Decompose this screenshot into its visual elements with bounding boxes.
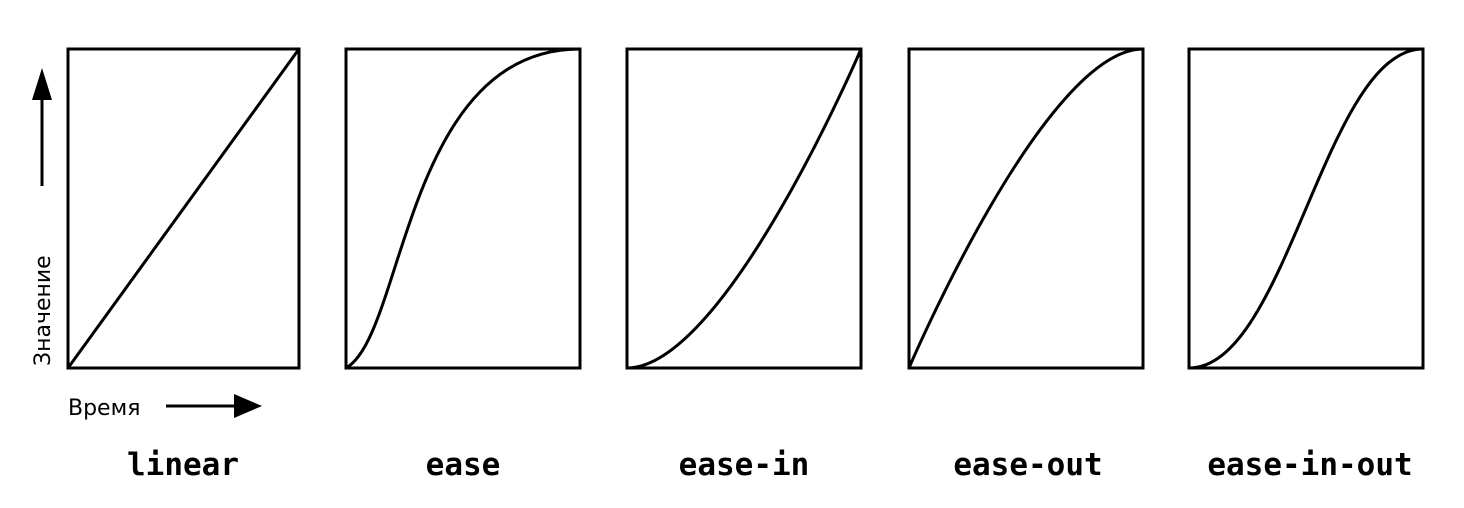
panel-frame xyxy=(907,47,1145,370)
x-axis-arrow-head xyxy=(234,394,262,418)
panel-ease-out: ease-out xyxy=(907,47,1145,483)
timing-label: ease-out xyxy=(953,447,1102,483)
timing-curve xyxy=(625,47,863,370)
y-axis: Значение xyxy=(31,68,56,366)
timing-curve xyxy=(1187,47,1425,370)
panel-linear: linear xyxy=(66,47,301,483)
y-axis-label: Значение xyxy=(31,255,56,366)
timing-label: ease xyxy=(426,447,501,483)
panel-ease: ease xyxy=(344,47,582,483)
panel-ease-in: ease-in xyxy=(625,47,863,483)
timing-label: ease-in xyxy=(679,447,810,483)
panel-ease-in-out: ease-in-out xyxy=(1187,47,1425,483)
timing-curve xyxy=(344,47,582,370)
timing-label: linear xyxy=(127,447,239,483)
y-axis-arrow-head xyxy=(32,68,52,100)
timing-curve xyxy=(66,47,301,370)
x-axis: Время xyxy=(68,394,262,421)
timing-curve xyxy=(907,47,1145,370)
panel-frame xyxy=(344,47,582,370)
panel-frame xyxy=(625,47,863,370)
timing-label: ease-in-out xyxy=(1207,447,1412,483)
x-axis-label: Время xyxy=(68,396,140,421)
